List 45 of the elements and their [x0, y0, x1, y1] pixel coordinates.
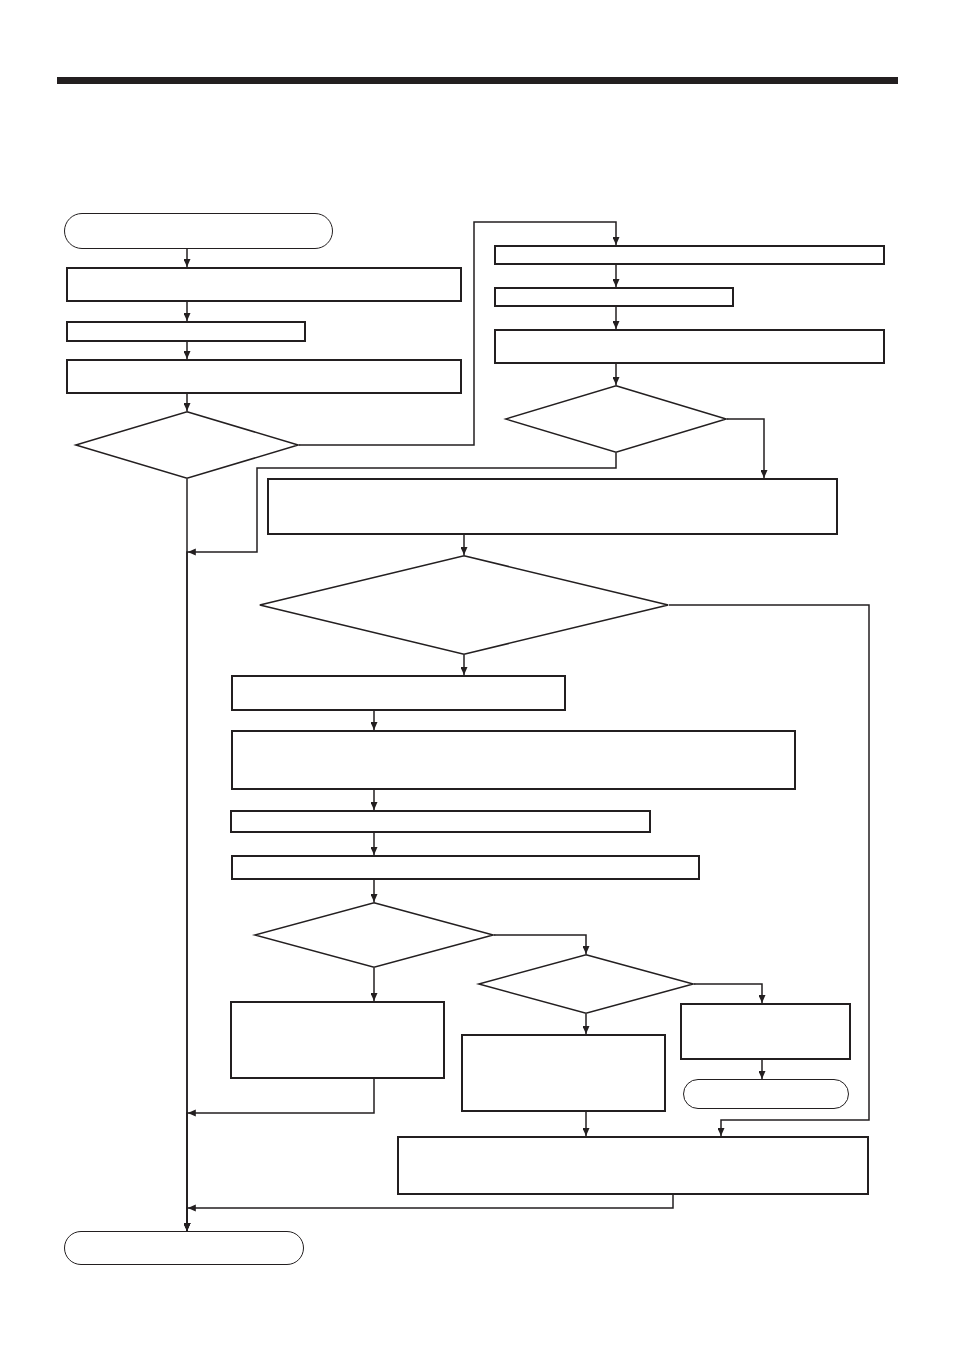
terminal-shape [64, 213, 333, 249]
decision-diamond [505, 385, 727, 453]
decision-diamond [75, 411, 299, 479]
flow-arrow [183, 393, 191, 412]
process-box [680, 1003, 851, 1060]
process-box [461, 1034, 666, 1112]
process-box [494, 287, 734, 307]
process-box [230, 810, 651, 833]
flow-arrow [612, 264, 620, 288]
flow-arrow [726, 418, 768, 479]
process-box [231, 675, 566, 711]
flow-arrow [183, 301, 191, 322]
flow-arrow [582, 1111, 590, 1137]
process-box [231, 730, 796, 790]
process-box [494, 329, 885, 364]
process-box [397, 1136, 869, 1195]
decision-diamond [259, 555, 669, 655]
terminal-shape [64, 1231, 304, 1265]
terminal-shape [683, 1079, 849, 1109]
flow-arrow [460, 534, 468, 556]
flow-arrow [370, 879, 378, 903]
process-box [66, 321, 306, 342]
process-box [66, 267, 462, 302]
flow-arrow [612, 363, 620, 386]
flow-arrow [582, 1013, 590, 1035]
flow-arrow [298, 221, 620, 446]
flow-arrow [370, 789, 378, 811]
flow-arrow [612, 306, 620, 330]
flow-arrow [758, 1059, 766, 1080]
flow-arrow [460, 654, 468, 676]
flow-arrow [370, 832, 378, 856]
flow-arrow [183, 1194, 674, 1232]
flow-arrow [493, 934, 590, 955]
flow-arrow [183, 341, 191, 360]
flow-arrow [370, 710, 378, 731]
process-box [494, 245, 885, 265]
flow-arrow [183, 248, 191, 268]
flow-arrow [370, 967, 378, 1002]
process-box [231, 855, 700, 880]
decision-diamond [254, 902, 494, 968]
decision-diamond [478, 954, 694, 1014]
flow-arrow [668, 604, 870, 1137]
process-box [66, 359, 462, 394]
process-box [230, 1001, 445, 1079]
flow-arrow [693, 983, 766, 1004]
